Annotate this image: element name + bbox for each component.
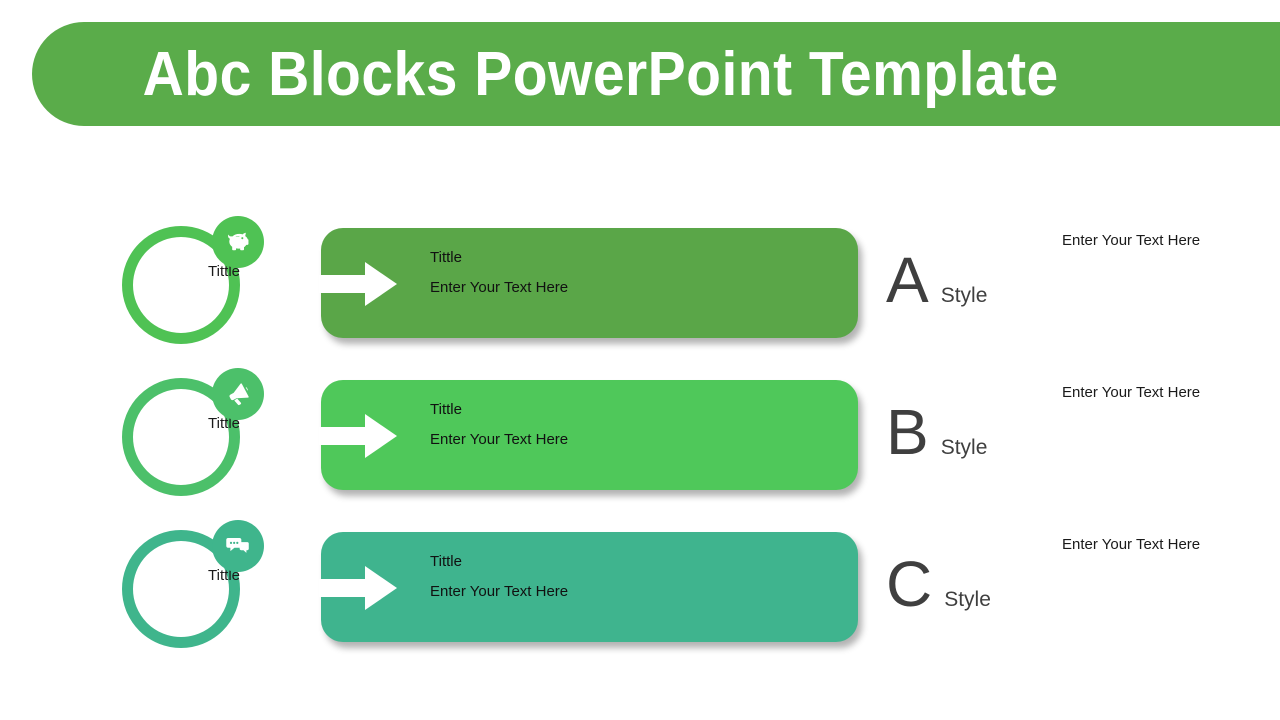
block-title-c: Tittle [430,553,462,570]
megaphone-icon [224,380,252,408]
ring-circle-b [122,378,240,496]
badge-circle-b[interactable] [212,368,264,420]
letter-c: C [886,548,933,620]
ring-circle-a [122,226,240,344]
ring-group-a[interactable]: Tittle [122,216,272,358]
content-row-b: Tittle Tittle Enter Your Text Here B [0,360,1280,510]
content-block-b[interactable]: Tittle Enter Your Text Here [319,380,858,490]
style-label-b: Style [940,436,988,459]
letter-group-b: B Style [886,400,987,464]
ring-label-b: Tittle [208,415,240,432]
letter-group-a: A Style [886,248,987,312]
chat-bubbles-icon [224,532,252,560]
letter-b: B [886,396,929,468]
arrow-right-icon [319,566,397,610]
block-title-a: Tittle [430,249,462,266]
ring-group-c[interactable]: Tittle [122,520,272,662]
badge-circle-c[interactable] [212,520,264,572]
block-text-b: Tittle Enter Your Text Here [430,400,830,450]
page-title: Abc Blocks PowerPoint Template [142,39,1059,109]
ring-label-a: Tittle [208,263,240,280]
block-body-b: Enter Your Text Here [430,431,569,448]
piggy-bank-icon [223,227,253,257]
block-body-c: Enter Your Text Here [430,583,569,600]
content-row-c: Tittle Tittle Enter Your Text Here C Sty… [0,512,1280,662]
arrow-right-icon [319,262,397,306]
letter-a: A [886,244,929,316]
style-label-c: Style [944,588,991,611]
content-block-c[interactable]: Tittle Enter Your Text Here [319,532,858,642]
ring-group-b[interactable]: Tittle [122,368,272,510]
content-block-a[interactable]: Tittle Enter Your Text Here [319,228,858,338]
block-title-b: Tittle [430,401,462,418]
content-row-a: Tittle Tittle Enter Your Text Here A Sty… [0,208,1280,358]
block-body-a: Enter Your Text Here [430,279,569,296]
ring-label-c: Tittle [208,567,240,584]
block-text-c: Tittle Enter Your Text Here [430,552,830,602]
title-banner: Abc Blocks PowerPoint Template [32,22,1280,126]
badge-circle-a[interactable] [212,216,264,268]
arrow-right-icon [319,414,397,458]
right-note-b: Enter Your Text Here [1062,384,1201,401]
ring-circle-c [122,530,240,648]
right-note-a: Enter Your Text Here [1062,232,1201,249]
style-label-a: Style [940,284,988,307]
block-text-a: Tittle Enter Your Text Here [430,248,830,298]
letter-group-c: C Style [886,552,991,616]
right-note-c: Enter Your Text Here [1062,536,1201,553]
